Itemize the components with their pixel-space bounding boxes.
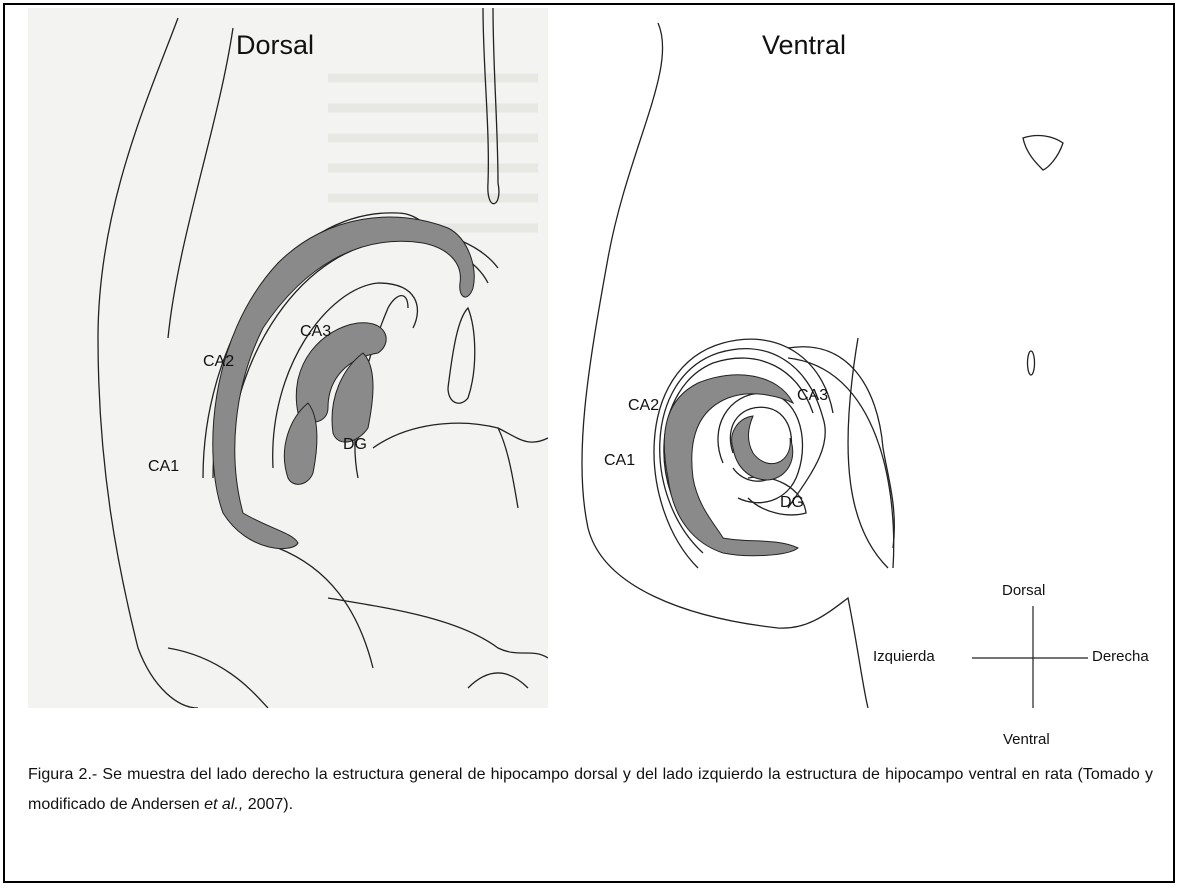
ventral-label-ca2: CA2 bbox=[628, 397, 659, 415]
ventral-label-ca3: CA3 bbox=[797, 387, 828, 405]
ventral-title: Ventral bbox=[762, 30, 846, 61]
ventral-label-dg: DG bbox=[780, 494, 804, 512]
dorsal-title: Dorsal bbox=[236, 30, 314, 61]
caption-text-main: Figura 2.- Se muestra del lado derecho l… bbox=[28, 766, 1153, 813]
dorsal-label-dg: DG bbox=[343, 436, 367, 454]
compass-label-ventral: Ventral bbox=[1003, 731, 1050, 748]
dorsal-label-ca3: CA3 bbox=[300, 323, 331, 341]
ventral-hippocampus-drawing bbox=[548, 8, 1173, 708]
ventral-label-ca1: CA1 bbox=[604, 452, 635, 470]
caption-citation-italic: et al., bbox=[204, 796, 243, 813]
dorsal-label-ca2: CA2 bbox=[203, 353, 234, 371]
caption-text-end: 2007). bbox=[243, 796, 293, 813]
dorsal-hippocampus-drawing bbox=[28, 8, 548, 708]
compass-label-dorsal: Dorsal bbox=[1002, 582, 1045, 599]
compass-label-left: Izquierda bbox=[873, 648, 935, 665]
dorsal-label-ca1: CA1 bbox=[148, 458, 179, 476]
compass-label-right: Derecha bbox=[1092, 648, 1149, 665]
figure-caption: Figura 2.- Se muestra del lado derecho l… bbox=[28, 760, 1153, 820]
